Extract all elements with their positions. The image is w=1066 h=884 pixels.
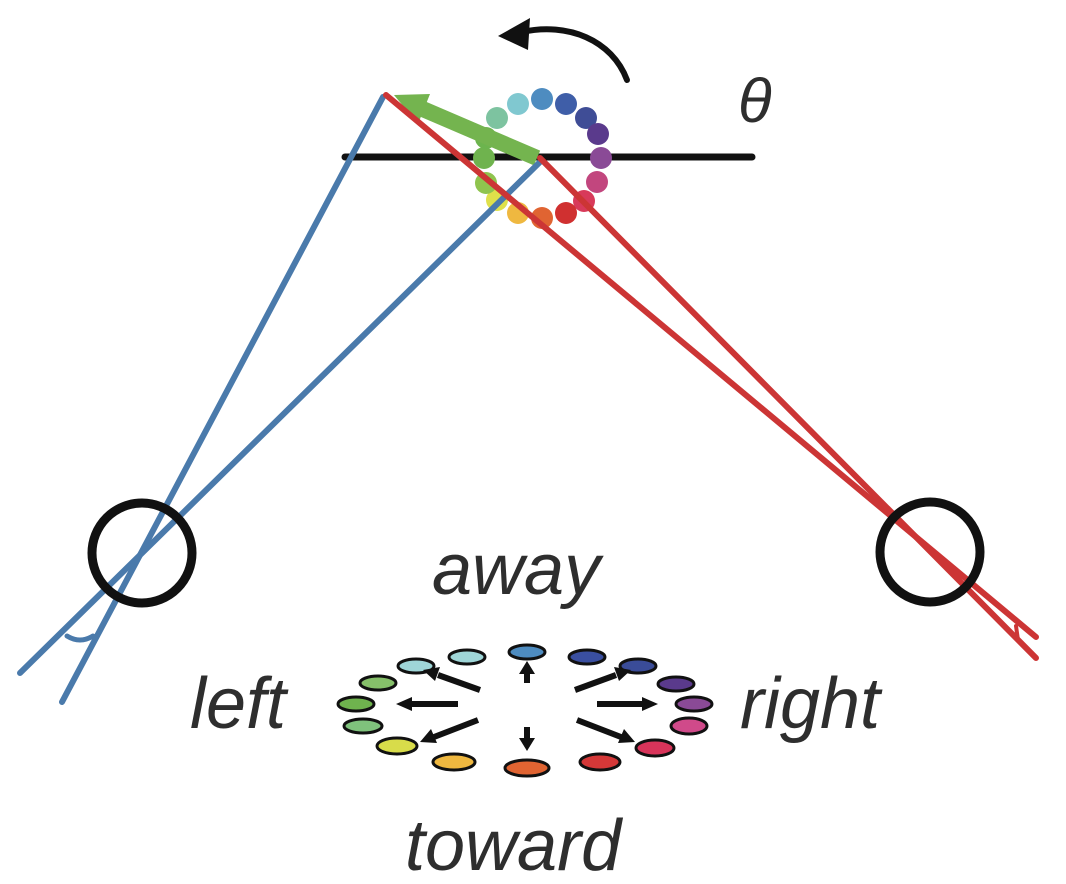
legend-ellipse <box>358 674 398 692</box>
legend-arrows <box>396 661 658 751</box>
legend-ellipse <box>431 752 477 772</box>
arrow-up-left <box>423 667 482 693</box>
wheel-dot <box>555 202 577 224</box>
wheel-dot <box>587 123 609 145</box>
motion-legend <box>336 643 714 778</box>
wheel-dot <box>473 147 495 169</box>
legend-ellipse <box>342 717 384 735</box>
arrow-up-right <box>573 667 631 693</box>
wheel-dot <box>575 107 597 129</box>
wheel-dot <box>590 147 612 169</box>
arrow-down-left <box>420 717 480 743</box>
theta-label: θ <box>738 67 772 136</box>
arrow-right <box>597 697 658 711</box>
arrow-down-right <box>575 717 635 743</box>
wheel-dot <box>586 171 608 193</box>
wheel-dot <box>531 88 553 110</box>
stimulus-arrow <box>394 94 541 166</box>
legend-ellipse <box>578 752 622 772</box>
legend-ellipse <box>618 657 658 675</box>
legend-ellipse <box>656 675 696 693</box>
away-label: away <box>432 530 604 610</box>
wheel-dot <box>486 107 508 129</box>
legend-ellipse <box>375 736 419 756</box>
left-eye <box>87 498 197 608</box>
right-label: right <box>740 664 883 744</box>
right-eye-rays <box>383 92 1039 661</box>
arrow-down <box>519 727 535 751</box>
legend-ellipse <box>674 695 714 713</box>
legend-ellipse <box>396 657 436 675</box>
legend-ellipse <box>634 738 676 758</box>
left-label: left <box>190 664 289 744</box>
legend-ellipse <box>669 716 709 736</box>
legend-ellipse <box>507 643 547 661</box>
legend-ellipse <box>567 648 607 666</box>
wheel-dot <box>555 93 577 115</box>
arrow-left <box>396 697 458 711</box>
arrow-up <box>519 661 535 683</box>
left-eye-rays <box>17 94 543 705</box>
right-eye <box>875 497 985 607</box>
rotation-arrow <box>498 18 630 83</box>
legend-ellipse <box>447 648 487 666</box>
wheel-dot <box>507 93 529 115</box>
legend-ellipse <box>503 758 551 778</box>
toward-label: toward <box>405 806 623 884</box>
legend-ellipse <box>336 695 376 713</box>
